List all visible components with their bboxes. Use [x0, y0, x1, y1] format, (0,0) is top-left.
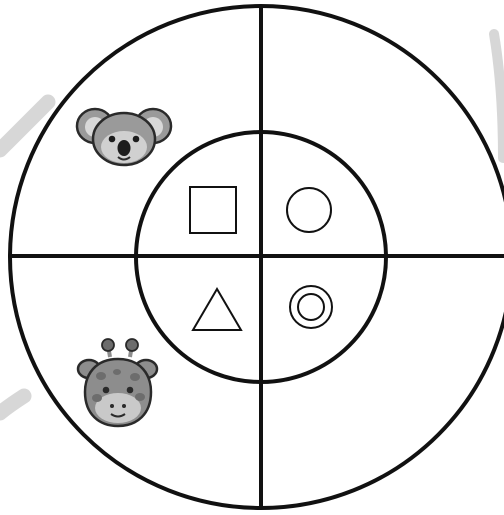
giraffe-nostril-left — [110, 404, 114, 408]
giraffe-spot-2 — [113, 369, 121, 375]
giraffe-spot-4 — [92, 394, 102, 402]
giraffe-horn-tip-left — [102, 339, 114, 351]
triangle-icon — [193, 289, 241, 330]
koala-nose — [118, 140, 131, 156]
giraffe-spot-1 — [96, 372, 106, 380]
watermark-stroke-right — [494, 34, 503, 158]
koala-eye-left — [109, 136, 116, 143]
giraffe-eye-left — [103, 387, 110, 394]
giraffe-horn-tip-right — [126, 339, 138, 351]
double-circle-outer — [290, 286, 332, 328]
watermark-stroke-bottom — [0, 396, 24, 413]
giraffe-spot-3 — [130, 373, 140, 381]
circle-icon — [287, 188, 331, 232]
koala-icon — [77, 109, 171, 165]
giraffe-spot-5 — [135, 393, 145, 401]
double-circle-icon — [290, 286, 332, 328]
giraffe-nostril-right — [122, 404, 126, 408]
double-circle-inner — [298, 294, 324, 320]
square-icon — [190, 187, 236, 233]
giraffe-eye-right — [127, 387, 134, 394]
giraffe-icon — [78, 339, 157, 426]
watermark-stroke-top — [0, 102, 48, 150]
koala-eye-right — [133, 136, 140, 143]
